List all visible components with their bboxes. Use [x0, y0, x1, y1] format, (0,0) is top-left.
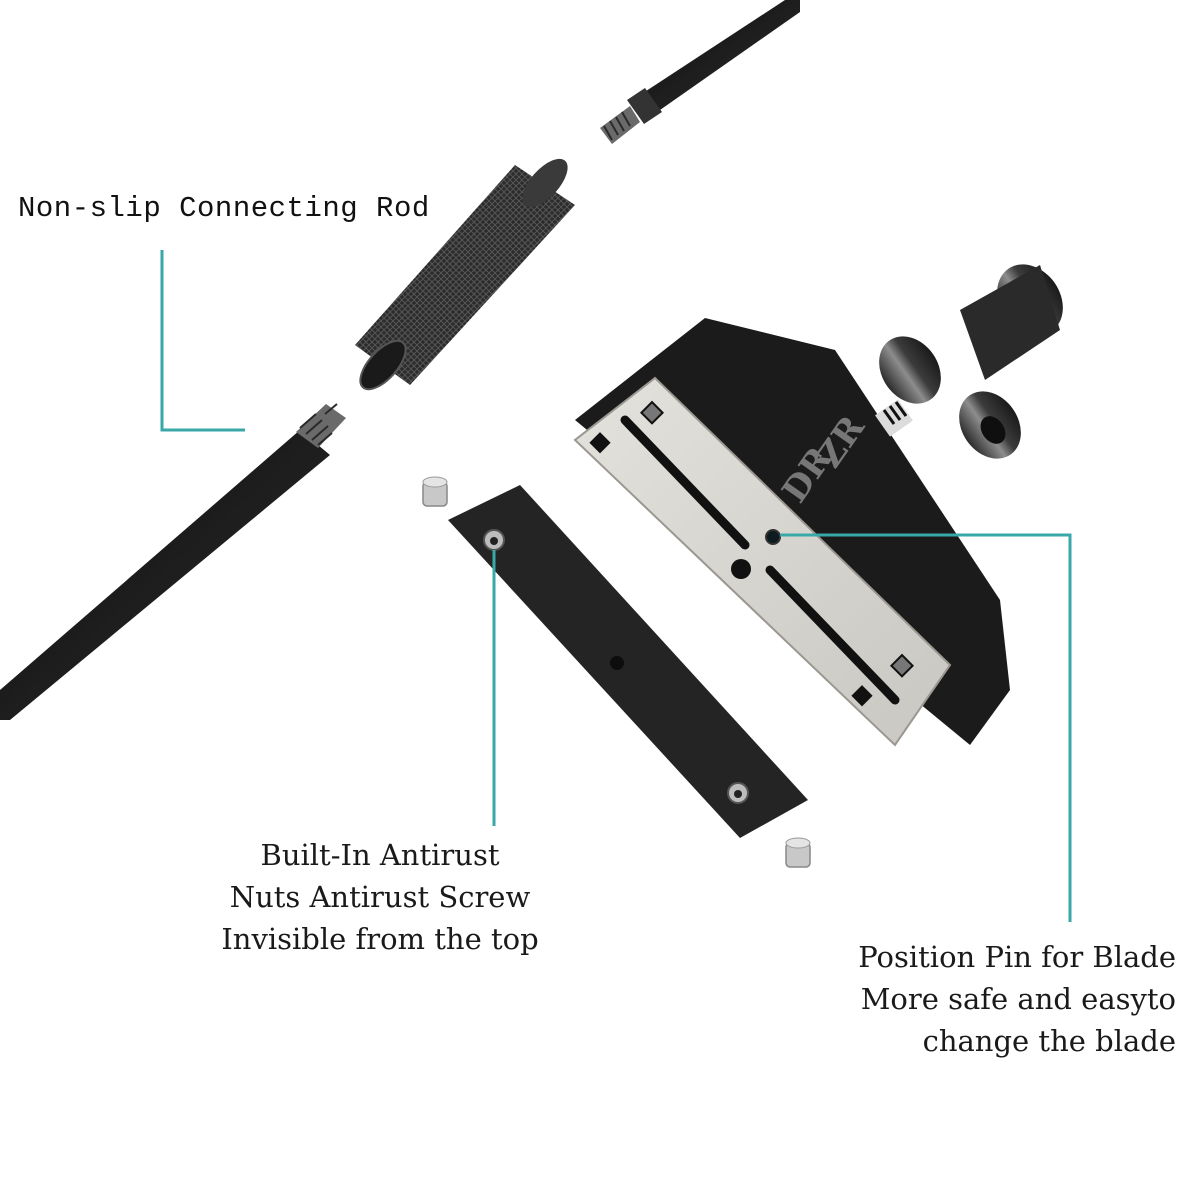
knurled-coupler — [355, 158, 575, 391]
position-pin — [765, 529, 781, 545]
callout-line-position-pin — [780, 533, 1072, 922]
label-position-pin-line2: More safe and easyto — [860, 982, 1176, 1016]
lower-rod — [0, 403, 346, 720]
screw-left — [422, 476, 448, 507]
label-position-pin-line3: change the blade — [922, 1024, 1176, 1058]
label-antirust-line1: Built-In Antirust — [260, 838, 500, 872]
callout-lines — [160, 250, 1072, 922]
blade-plate — [573, 376, 952, 747]
back-plate — [448, 485, 808, 838]
label-antirust-line3: Invisible from the top — [221, 922, 539, 956]
label-position-pin-line1: Position Pin for Blade — [858, 940, 1176, 974]
callout-line-connecting-rod — [160, 250, 245, 432]
label-antirust-line2: Nuts Antirust Screw — [229, 880, 531, 914]
upper-rod — [600, 0, 800, 144]
screw-right — [785, 837, 811, 868]
label-connecting-rod: Non-slip Connecting Rod — [18, 192, 430, 225]
label-position-pin: Position Pin for Blade More safe and eas… — [780, 936, 1176, 1062]
label-antirust: Built-In Antirust Nuts Antirust Screw In… — [180, 834, 580, 960]
